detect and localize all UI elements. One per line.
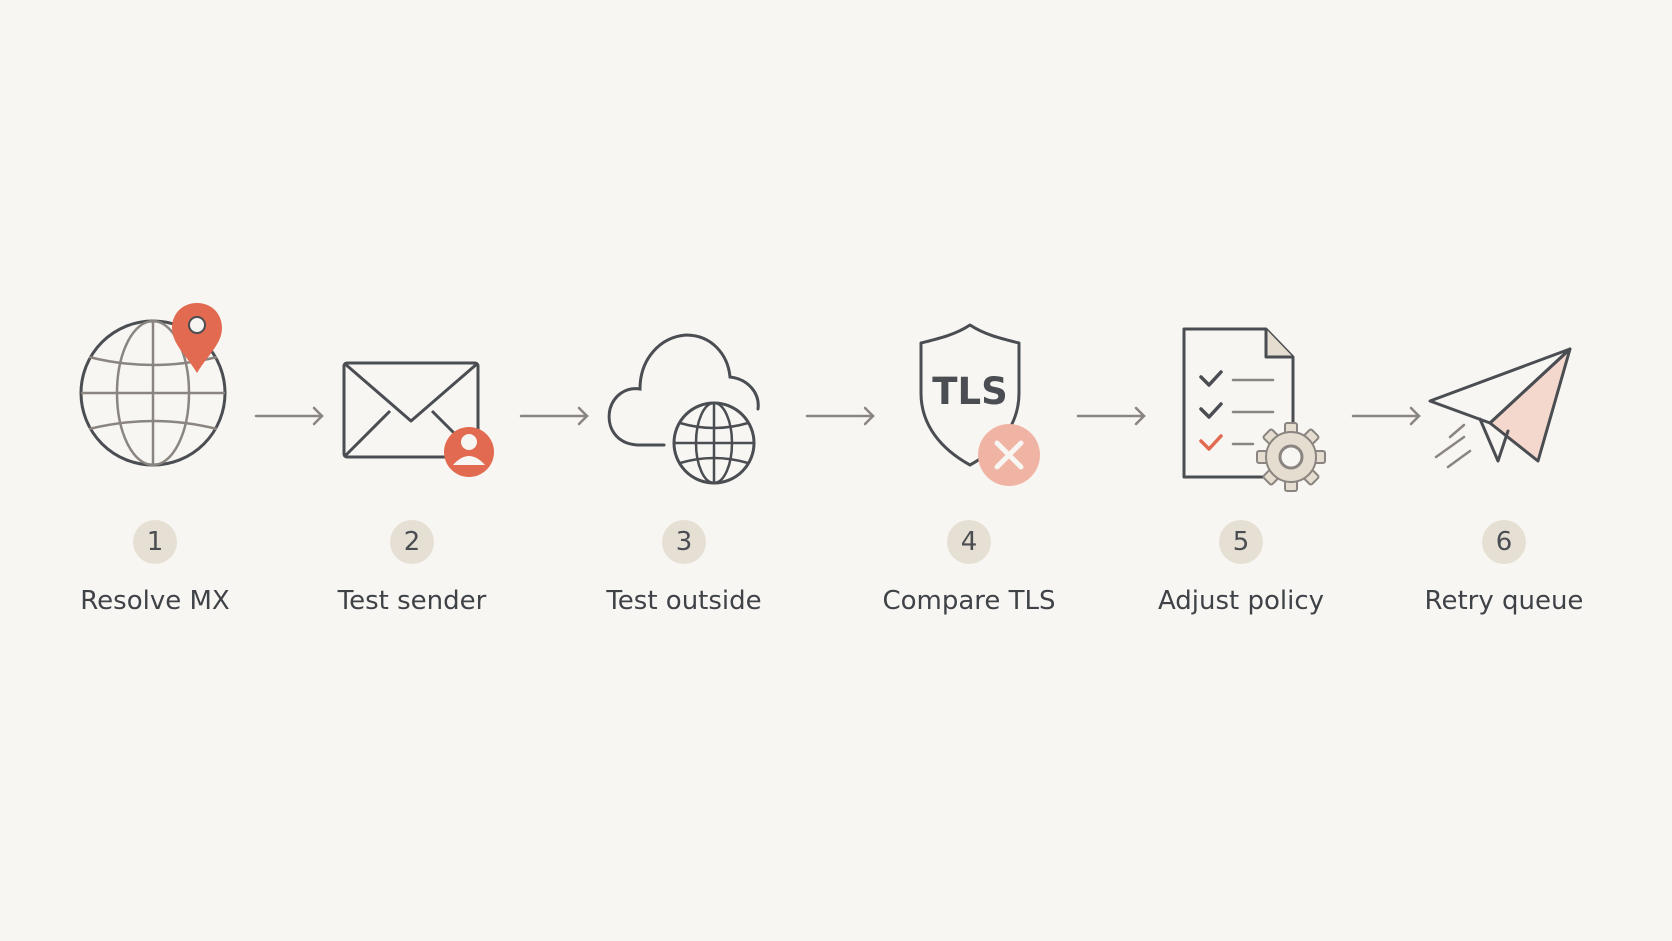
- arrow-right-icon: [519, 404, 591, 428]
- step-number-badge: 1: [133, 520, 177, 564]
- step-compare-tls: TLS 4 Compare TLS: [849, 0, 1089, 941]
- step-resolve-mx: 1 Resolve MX: [35, 0, 275, 941]
- arrow-right-icon: [805, 404, 877, 428]
- step-label: Retry queue: [1424, 586, 1584, 616]
- arrow-right-icon: [1076, 404, 1148, 428]
- envelope-user-icon: [332, 315, 494, 495]
- arrow-right-icon: [254, 404, 326, 428]
- step-adjust-policy: 5 Adjust policy: [1121, 0, 1361, 941]
- step-label: Test outside: [606, 586, 762, 616]
- step-label: Resolve MX: [80, 586, 230, 616]
- step-test-outside: 3 Test outside: [564, 0, 804, 941]
- tls-text: TLS: [932, 370, 1007, 413]
- paper-plane-icon: [1424, 315, 1584, 495]
- step-label: Compare TLS: [882, 586, 1056, 616]
- step-number-badge: 3: [662, 520, 706, 564]
- step-retry-queue: 6 Retry queue: [1384, 0, 1624, 941]
- cloud-globe-icon: [604, 315, 764, 495]
- arrow-right-icon: [1351, 404, 1423, 428]
- checklist-gear-icon: [1161, 315, 1326, 495]
- step-number-badge: 5: [1219, 520, 1263, 564]
- globe-location-pin-icon: [75, 303, 235, 495]
- shield-tls-x-icon: TLS: [889, 315, 1049, 495]
- step-number-badge: 2: [390, 520, 434, 564]
- step-number-badge: 4: [947, 520, 991, 564]
- step-label: Adjust policy: [1157, 586, 1325, 616]
- step-number-badge: 6: [1482, 520, 1526, 564]
- step-test-sender: 2 Test sender: [292, 0, 532, 941]
- step-label: Test sender: [337, 586, 487, 616]
